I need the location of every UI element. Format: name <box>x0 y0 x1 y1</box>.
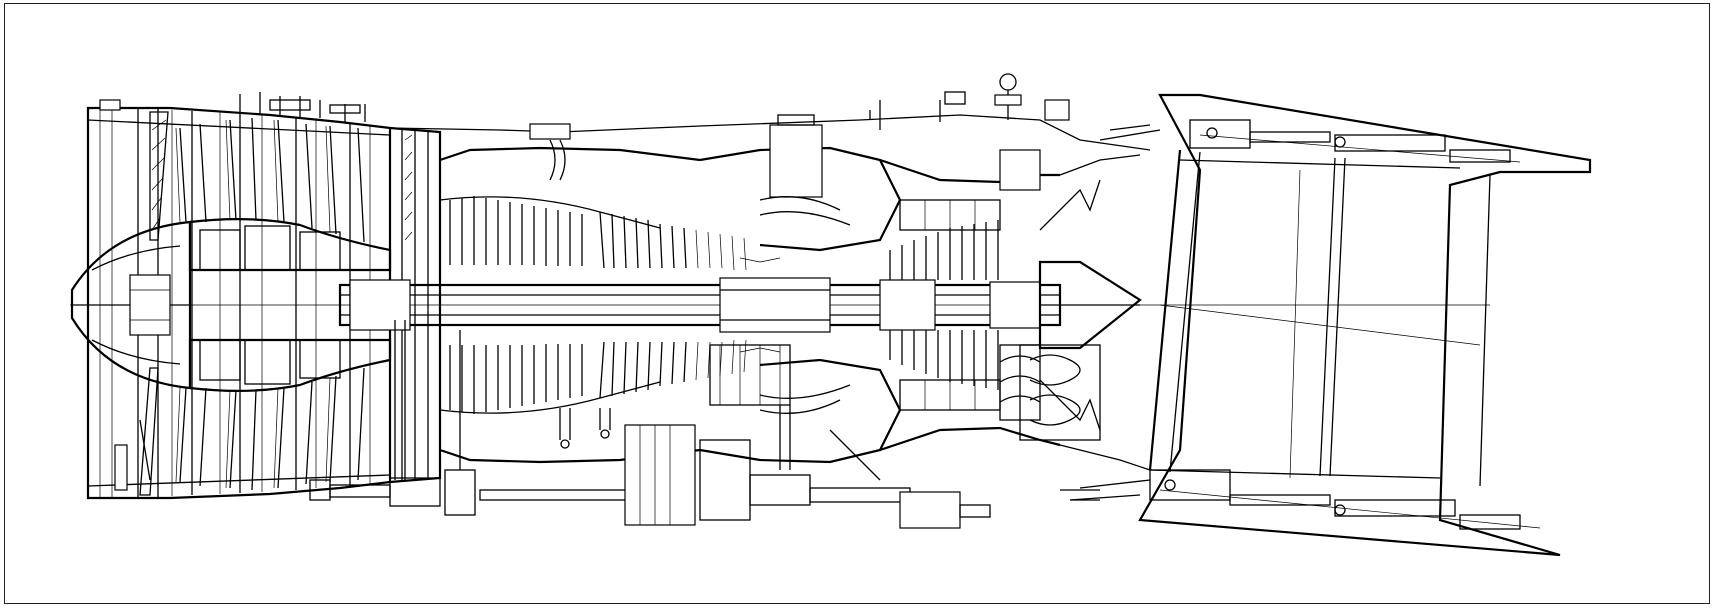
fan-rotor-drum <box>188 218 392 392</box>
nozzle-actuator-upper <box>1099 119 1521 163</box>
bottom-accessories <box>114 320 1101 529</box>
main-shafts <box>338 277 1062 333</box>
hpc-blade-rows <box>599 211 747 399</box>
nozzle-actuator-lower <box>1069 469 1541 530</box>
core-cowl <box>389 100 1151 471</box>
combustor <box>699 114 902 464</box>
fan-spinner <box>70 220 192 390</box>
afterburner-duct <box>1138 93 1592 557</box>
lpc-blade-rows <box>439 196 661 414</box>
fan-blades-lower <box>175 367 365 491</box>
drawing-frame <box>4 3 1710 604</box>
fan-blades-upper <box>175 117 365 243</box>
inlet-fan-case <box>86 106 392 500</box>
turbine-section <box>879 149 1061 452</box>
top-accessories <box>99 73 1070 181</box>
exhaust-cone <box>1038 179 1142 431</box>
